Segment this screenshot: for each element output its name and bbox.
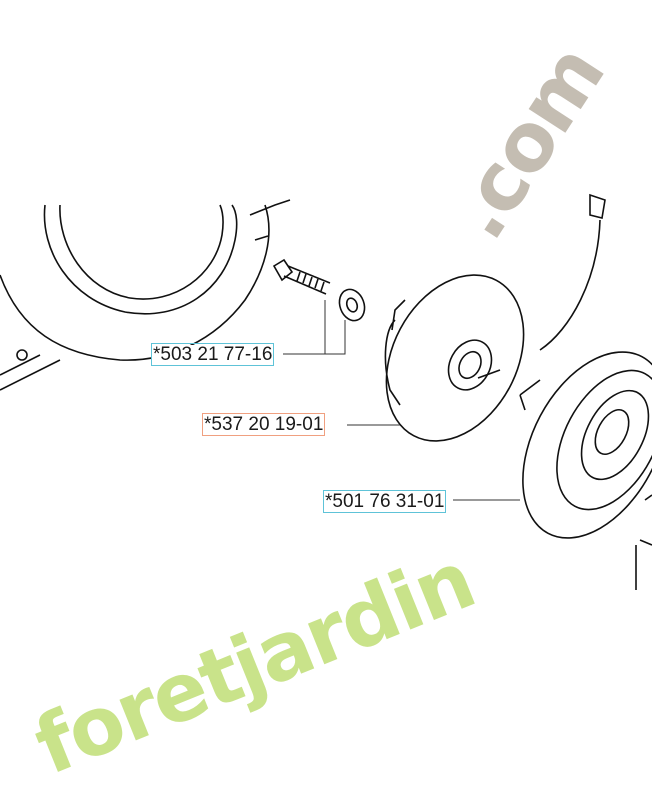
bolt-part bbox=[272, 258, 331, 295]
part-number: *501 76 31-01 bbox=[323, 490, 447, 513]
part-number: *537 20 19-01 bbox=[202, 413, 326, 436]
starter-housing-part bbox=[519, 351, 652, 590]
top-right-part bbox=[539, 193, 606, 351]
part-number: *503 21 77-16 bbox=[151, 343, 275, 366]
part-label-537-20-19-01[interactable]: *537 20 19-01 bbox=[202, 413, 326, 436]
washer-part bbox=[338, 288, 366, 322]
leader-lines bbox=[283, 300, 520, 501]
part-label-501-76-31-01[interactable]: *501 76 31-01 bbox=[323, 490, 447, 513]
pulley-part bbox=[384, 274, 525, 442]
part-label-503-21-77-16[interactable]: *503 21 77-16 bbox=[151, 343, 275, 366]
